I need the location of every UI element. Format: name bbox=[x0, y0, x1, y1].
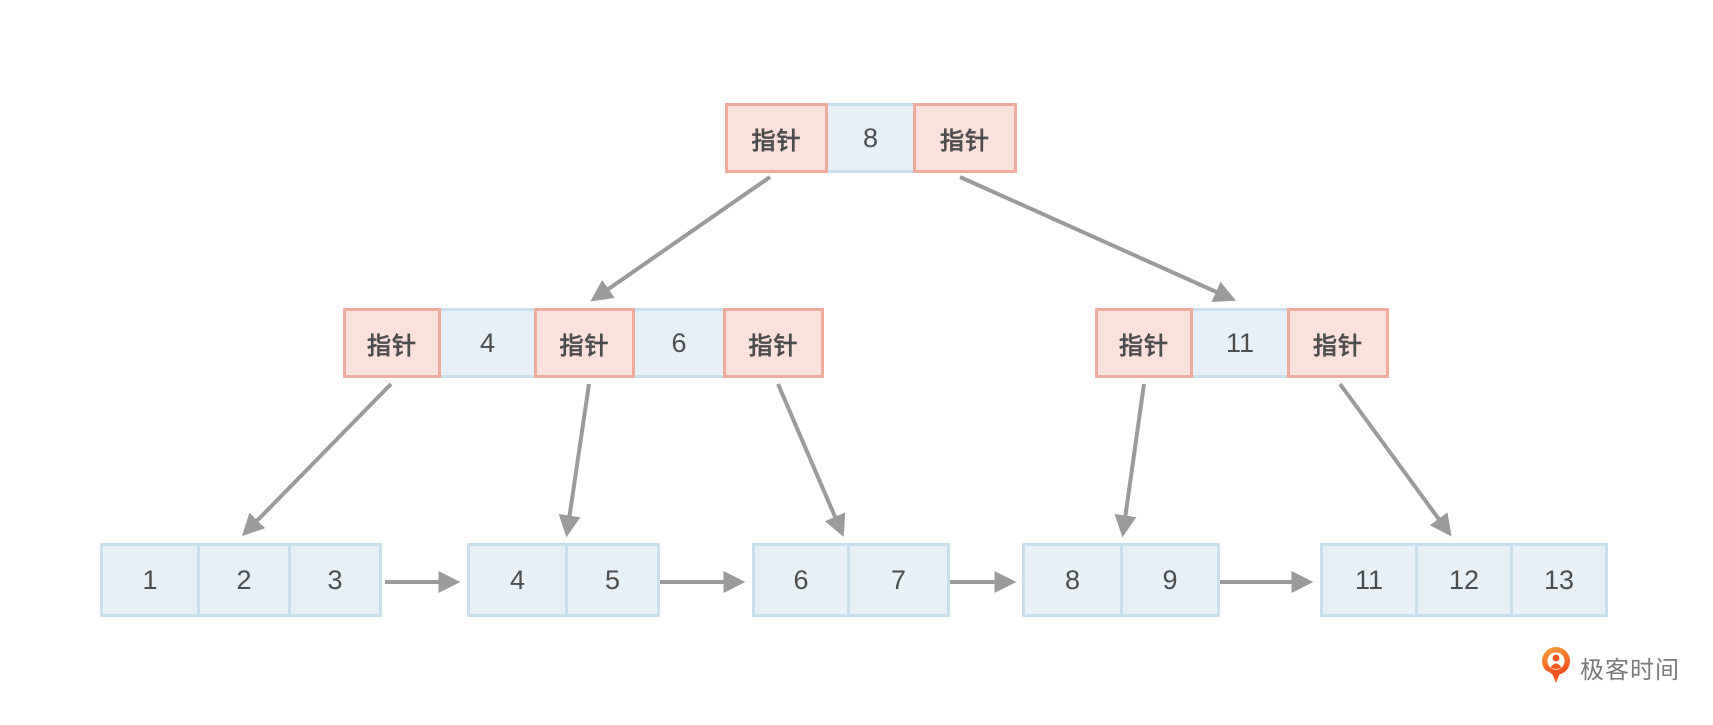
leaf1-cell-2: 2 bbox=[197, 543, 291, 617]
internal-left-pointer-cell-1: 指针 bbox=[343, 308, 441, 378]
geektime-logo: 极客时间 bbox=[1539, 645, 1680, 689]
internal-right-pointer-cell-2: 指针 bbox=[1287, 308, 1389, 378]
internal-right-pointer-cell-1: 指针 bbox=[1095, 308, 1193, 378]
leaf4-cell-2: 9 bbox=[1120, 543, 1220, 617]
edge-internalright-p1-to-leaf4 bbox=[1114, 383, 1146, 538]
root-pointer-cell-left: 指针 bbox=[725, 103, 828, 173]
internal-right-key-cell: 11 bbox=[1190, 308, 1290, 378]
edge-internalleft-p2-to-leaf2 bbox=[558, 383, 591, 538]
leaf5-cell-2: 12 bbox=[1415, 543, 1513, 617]
btree-leaf-node-4: 8 9 bbox=[1022, 543, 1220, 617]
edge-root-to-internal-left bbox=[590, 175, 772, 302]
internal-left-key-cell-2: 6 bbox=[632, 308, 726, 378]
leaf1-cell-3: 3 bbox=[288, 543, 382, 617]
internal-left-key-cell-1: 4 bbox=[438, 308, 537, 378]
leaf2-cell-1: 4 bbox=[467, 543, 568, 617]
leaf1-cell-1: 1 bbox=[100, 543, 200, 617]
edge-internalleft-p1-to-leaf1 bbox=[241, 382, 393, 537]
root-key-cell: 8 bbox=[825, 103, 916, 173]
btree-root-node: 指针 8 指针 bbox=[725, 103, 1017, 173]
btree-leaf-node-3: 6 7 bbox=[752, 543, 950, 617]
leaf5-cell-3: 13 bbox=[1510, 543, 1608, 617]
leaf3-cell-1: 6 bbox=[752, 543, 850, 617]
internal-left-pointer-cell-2: 指针 bbox=[534, 308, 635, 378]
edge-internalright-p2-to-leaf5 bbox=[1338, 382, 1452, 537]
btree-internal-node-right: 指针 11 指针 bbox=[1095, 308, 1389, 378]
root-pointer-cell-right: 指针 bbox=[913, 103, 1017, 173]
leaf4-cell-1: 8 bbox=[1022, 543, 1123, 617]
edge-internalleft-p3-to-leaf3 bbox=[776, 383, 846, 538]
btree-leaf-node-5: 11 12 13 bbox=[1320, 543, 1608, 617]
leaf2-cell-2: 5 bbox=[565, 543, 660, 617]
leaf3-cell-2: 7 bbox=[847, 543, 950, 617]
btree-internal-node-left: 指针 4 指针 6 指针 bbox=[343, 308, 824, 378]
geektime-logo-text: 极客时间 bbox=[1580, 656, 1680, 684]
leaf5-cell-1: 11 bbox=[1320, 543, 1418, 617]
btree-leaf-node-2: 4 5 bbox=[467, 543, 660, 617]
edge-root-to-internal-right bbox=[959, 175, 1237, 302]
geektime-logo-icon bbox=[1542, 647, 1570, 683]
internal-left-pointer-cell-3: 指针 bbox=[723, 308, 824, 378]
btree-leaf-node-1: 1 2 3 bbox=[100, 543, 382, 617]
